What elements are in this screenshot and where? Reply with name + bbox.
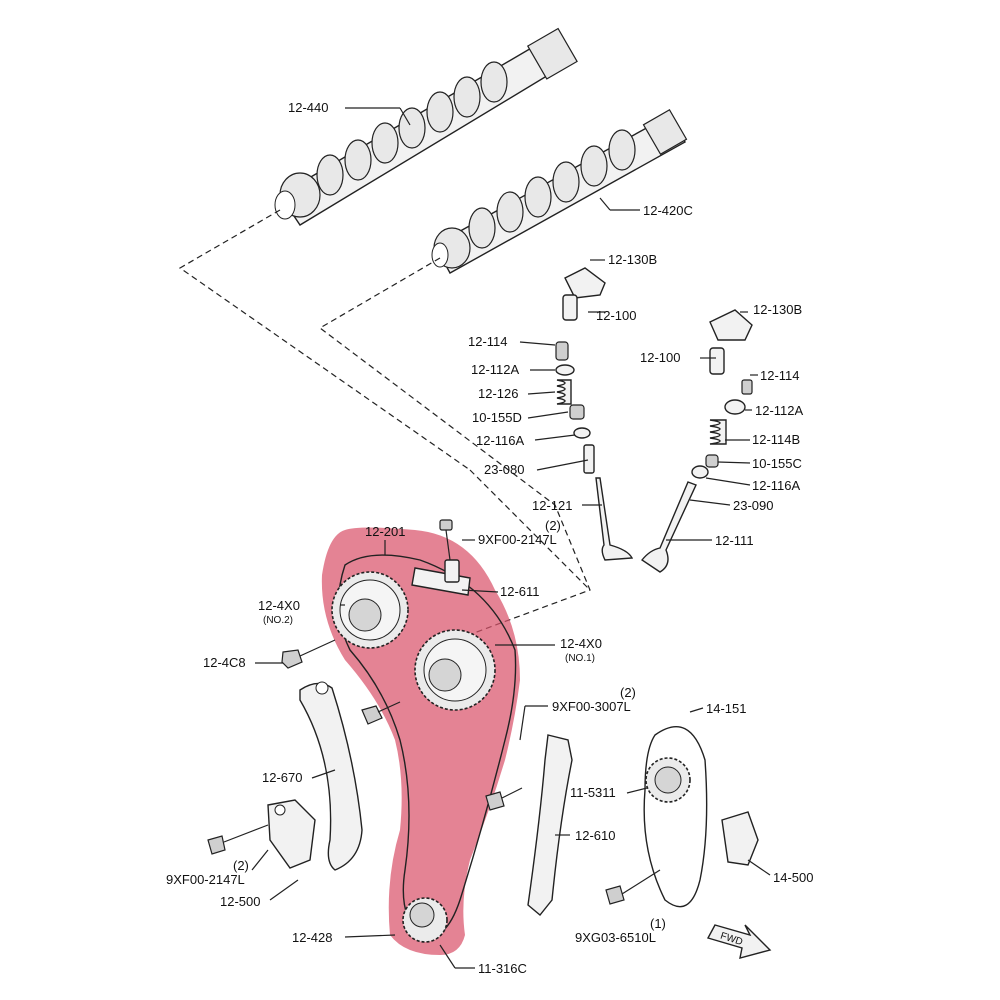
label-spring-1[interactable]: 12-126	[478, 386, 518, 401]
label-sprocket-no2[interactable]: 12-4X0	[258, 598, 300, 613]
assembly-dashed-lines	[178, 209, 591, 641]
label-valve-2[interactable]: 12-111	[715, 533, 754, 548]
label-bolt-guide-qty: (2)	[620, 685, 636, 700]
label-aux-chain[interactable]: 14-151	[706, 701, 746, 716]
label-bolt-aux[interactable]: 9XG03-6510L	[575, 930, 656, 945]
leader-lines	[251, 107, 771, 969]
label-seat-2[interactable]: 12-116A	[752, 478, 801, 493]
label-rocker-2[interactable]: 12-130B	[753, 302, 802, 317]
label-chain-guide-top[interactable]: 12-611	[500, 584, 540, 599]
guide-bolts[interactable]	[361, 701, 523, 811]
label-crank-sprocket[interactable]: 11-316C	[478, 961, 527, 976]
label-spring-2[interactable]: 12-114B	[752, 432, 800, 447]
label-bolt-guide[interactable]: 9XF00-3007L	[552, 699, 631, 714]
label-rocker-1[interactable]: 12-130B	[608, 252, 657, 267]
label-bolt-top[interactable]: 9XF00-2147L	[478, 532, 557, 547]
label-camshaft-exhaust[interactable]: 12-440	[288, 100, 328, 115]
label-valve-1[interactable]: 12-121	[532, 498, 572, 513]
chain-tensioner[interactable]	[207, 799, 316, 869]
label-aux-tensioner[interactable]: 14-500	[773, 870, 813, 885]
part-labels: 12-440 12-420C 12-130B 12-100 12-130B 12…	[166, 100, 813, 976]
camshaft-intake[interactable]	[431, 108, 688, 274]
label-chain[interactable]: 12-201	[365, 524, 405, 539]
label-chain-guide[interactable]: 12-610	[575, 828, 615, 843]
sprocket-bolt[interactable]	[281, 639, 336, 669]
label-retainer-1[interactable]: 12-112A	[471, 362, 520, 377]
label-camshaft-intake[interactable]: 12-420C	[643, 203, 693, 218]
valvetrain-right[interactable]	[640, 309, 753, 573]
label-sprocket-no1[interactable]: 12-4X0	[560, 636, 602, 651]
label-guide-1[interactable]: 23-080	[484, 462, 524, 477]
label-retainer-2[interactable]: 12-112A	[755, 403, 804, 418]
chain-guide[interactable]	[527, 734, 573, 916]
tensioner-arm[interactable]	[299, 681, 363, 871]
label-lash-1[interactable]: 12-100	[596, 308, 636, 323]
label-bolt-aux-qty: (1)	[650, 916, 666, 931]
valvetrain-left[interactable]	[555, 267, 634, 561]
label-seat-1[interactable]: 12-116A	[476, 433, 525, 448]
fwd-arrow: FWD	[706, 924, 772, 959]
label-seal-1[interactable]: 10-155D	[472, 410, 522, 425]
label-lash-2[interactable]: 12-100	[640, 350, 680, 365]
label-sprocket-no2-sub: (NO.2)	[263, 615, 293, 626]
label-guide-2[interactable]: 23-090	[733, 498, 773, 513]
label-tensioner[interactable]: 12-500	[220, 894, 260, 909]
label-key-2[interactable]: 12-114	[760, 368, 800, 383]
label-aux-sprocket[interactable]: 11-5311	[570, 785, 616, 800]
label-bolt-sprocket[interactable]: 12-4C8	[203, 655, 246, 670]
label-sprocket-no1-sub: (NO.1)	[565, 653, 595, 664]
label-bolt-top-qty: (2)	[545, 518, 561, 533]
label-guide-rail[interactable]: 12-428	[292, 930, 332, 945]
label-bolt-tensioner-qty: (2)	[233, 858, 249, 873]
camshaft-exhaust[interactable]	[274, 27, 578, 226]
label-key-1[interactable]: 12-114	[468, 334, 508, 349]
label-bolt-tensioner[interactable]: 9XF00-2147L	[166, 872, 245, 887]
label-seal-2[interactable]: 10-155C	[752, 456, 802, 471]
label-tensioner-arm[interactable]: 12-670	[262, 770, 302, 785]
timing-drive[interactable]	[331, 519, 517, 943]
aux-drive[interactable]	[605, 726, 759, 908]
